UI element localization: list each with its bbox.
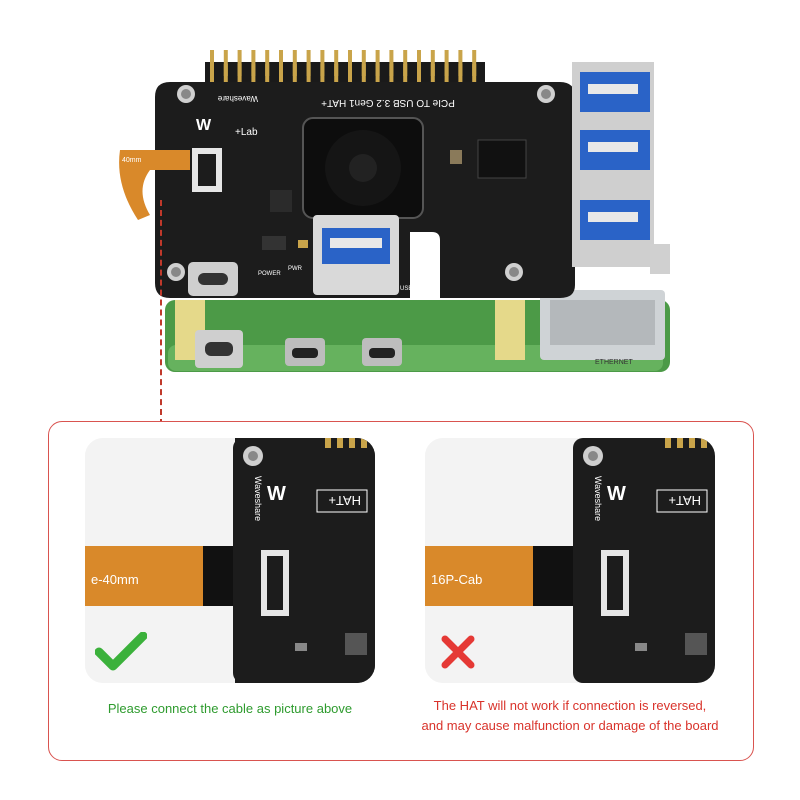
ffc-cable — [119, 150, 190, 220]
correct-connection-image: Waveshare W HAT+ e-40mm — [85, 438, 375, 683]
usb-label: USB — [400, 286, 412, 292]
card-left-hat-label: HAT+ — [328, 493, 361, 508]
card-right-brand: Waveshare — [593, 476, 603, 521]
reversed-connection-image: Waveshare W HAT+ 16P-Cab — [425, 438, 715, 683]
ethernet-label: ETHERNET — [595, 359, 633, 366]
hat-product-photo: ETHERNET PCIe TO USB 3.2 Gen1 HAT+ Waves… — [119, 50, 670, 372]
usb-right-label: USB — [628, 281, 640, 287]
hat-brand-text: Waveshare — [217, 94, 258, 103]
cross-icon — [441, 635, 475, 669]
right-usb-stack — [572, 62, 670, 274]
power-label: POWER — [258, 271, 281, 277]
callout-connector — [160, 200, 162, 425]
waveshare-logo-icon: W — [267, 483, 286, 505]
waveshare-logo-icon: W — [607, 483, 626, 505]
correct-caption: Please connect the cable as picture abov… — [107, 701, 353, 716]
warning-caption: The HAT will not work if connection is r… — [410, 696, 730, 736]
card-left-brand: Waveshare — [253, 476, 263, 521]
warning-caption-line1: The HAT will not work if connection is r… — [433, 698, 707, 713]
hat-lab-text: +Lab — [235, 127, 258, 138]
card-left-cable-label: e-40mm — [91, 572, 139, 587]
check-icon — [95, 632, 147, 671]
hat-product-title: PCIe TO USB 3.2 Gen1 HAT+ — [321, 97, 455, 108]
card-right-cable-label: 16P-Cab — [431, 572, 482, 587]
warning-caption-line2: and may cause malfunction or damage of t… — [421, 718, 719, 733]
card-right-hat-label: HAT+ — [668, 493, 701, 508]
waveshare-logo-icon: W — [196, 117, 212, 134]
hero-cable-label: 40mm — [122, 157, 142, 164]
pwr-label: PWR — [288, 266, 303, 272]
